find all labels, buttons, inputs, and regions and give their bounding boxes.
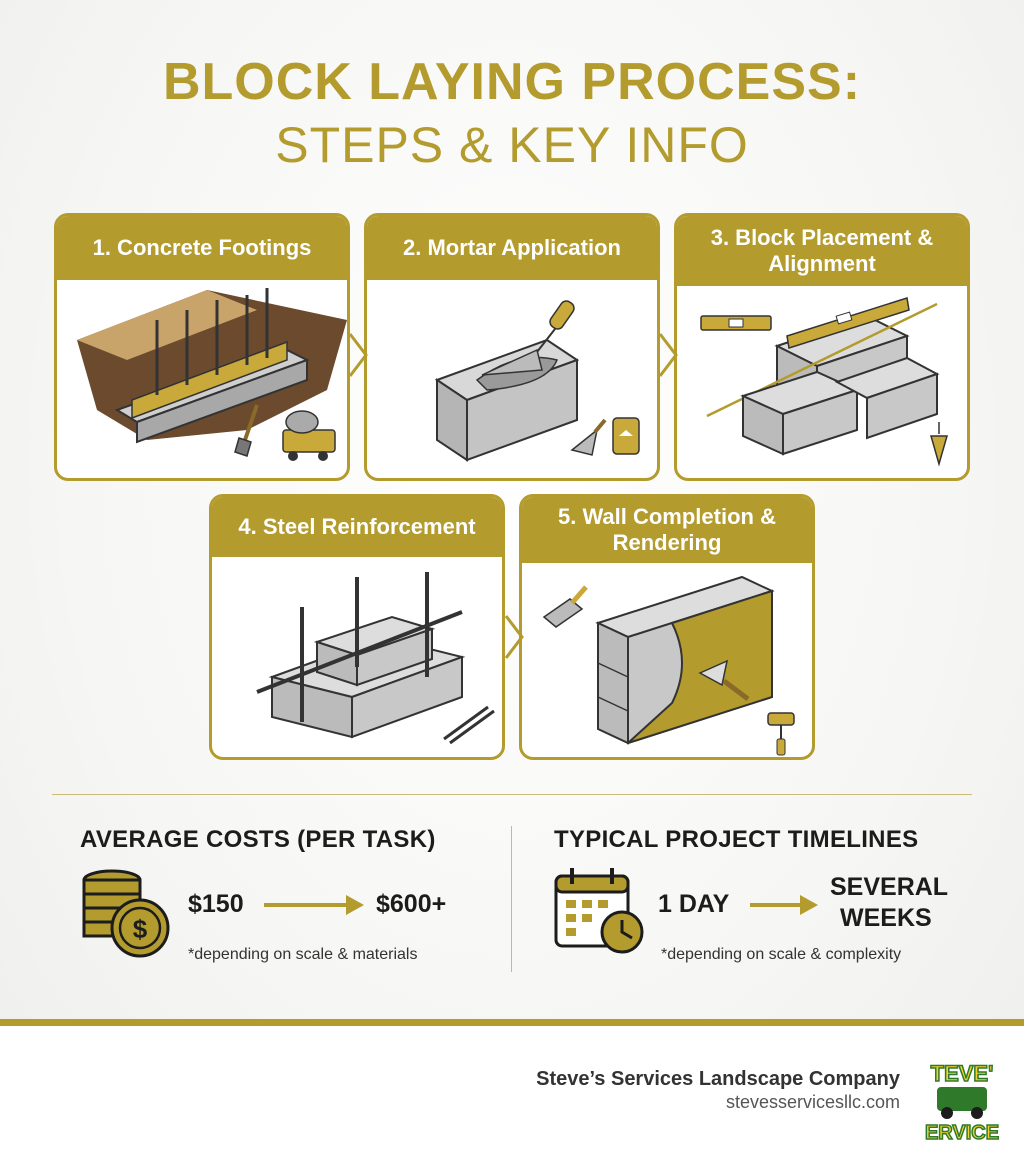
step-title: 3. Block Placement & Alignment — [677, 216, 967, 286]
plastering-trowel-icon — [698, 659, 750, 701]
spirit-level-small-icon — [700, 315, 772, 331]
costs-note: *depending on scale & materials — [188, 946, 418, 963]
step-title: 1. Concrete Footings — [57, 216, 347, 280]
svg-text:TEVE': TEVE' — [931, 1061, 994, 1086]
concrete-footings-illustration — [57, 280, 347, 478]
rebar-icon — [443, 705, 495, 745]
wall-completion-illustration — [522, 563, 812, 757]
footer — [0, 1026, 1024, 1154]
svg-text:ERVICE: ERVICE — [925, 1122, 999, 1143]
arrow-right-icon — [750, 895, 818, 915]
svg-text:$: $ — [133, 914, 148, 944]
timeline-high-line2: WEEKS — [840, 904, 932, 932]
page-title-line1: BLOCK LAYING PROCESS: — [162, 53, 862, 111]
step-title: 2. Mortar Application — [367, 216, 657, 280]
block-placement-illustration — [677, 286, 967, 478]
step-card-concrete-footings: 1. Concrete Footings — [54, 213, 350, 481]
small-trowel-icon — [570, 418, 607, 456]
company-url-link[interactable]: stevesservicesllc.com — [725, 1092, 900, 1112]
step-card-steel-reinforcement: 4. Steel Reinforcement — [209, 494, 505, 760]
arrow-right-icon — [264, 895, 364, 915]
shovel-icon — [234, 404, 259, 457]
section-divider — [52, 794, 972, 795]
company-logo-icon: TEVE' ERVICE — [917, 1053, 1007, 1143]
step-title: 4. Steel Reinforcement — [212, 497, 502, 557]
spirit-level-icon — [786, 297, 910, 349]
company-name: Steve’s Services Landscape Company — [536, 1068, 900, 1090]
footer-band — [0, 1019, 1024, 1026]
chevron-right-icon — [658, 333, 678, 377]
chevron-right-icon — [348, 333, 368, 377]
step-card-wall-completion: 5. Wall Completion & Rendering — [519, 494, 815, 760]
calendar-clock-icon — [554, 868, 644, 954]
step-title: 5. Wall Completion & Rendering — [522, 497, 812, 563]
mortar-bag-icon — [612, 417, 640, 455]
coin-stack-icon: $ — [82, 869, 170, 958]
cost-low: $150 — [188, 890, 244, 918]
timelines-note: *depending on scale & complexity — [661, 946, 902, 963]
timeline-high-line1: SEVERAL — [830, 873, 949, 901]
page-title-line2: STEPS & KEY INFO — [275, 117, 749, 173]
step-card-block-placement: 3. Block Placement & Alignment — [674, 213, 970, 481]
step-card-mortar-application: 2. Mortar Application — [364, 213, 660, 481]
trowel-icon — [481, 300, 575, 376]
column-divider — [511, 826, 512, 972]
steel-reinforcement-illustration — [212, 557, 502, 757]
paint-roller-icon — [767, 712, 795, 756]
plumb-bob-icon — [930, 422, 948, 467]
chevron-right-icon — [504, 615, 524, 659]
mortar-application-illustration — [367, 280, 657, 478]
timeline-low: 1 DAY — [658, 890, 730, 918]
float-trowel-icon — [542, 585, 588, 628]
cement-mixer-truck-icon — [282, 410, 336, 461]
costs-title: AVERAGE COSTS (PER TASK) — [80, 826, 436, 853]
cost-high: $600+ — [376, 890, 447, 918]
timelines-title: TYPICAL PROJECT TIMELINES — [554, 826, 919, 853]
